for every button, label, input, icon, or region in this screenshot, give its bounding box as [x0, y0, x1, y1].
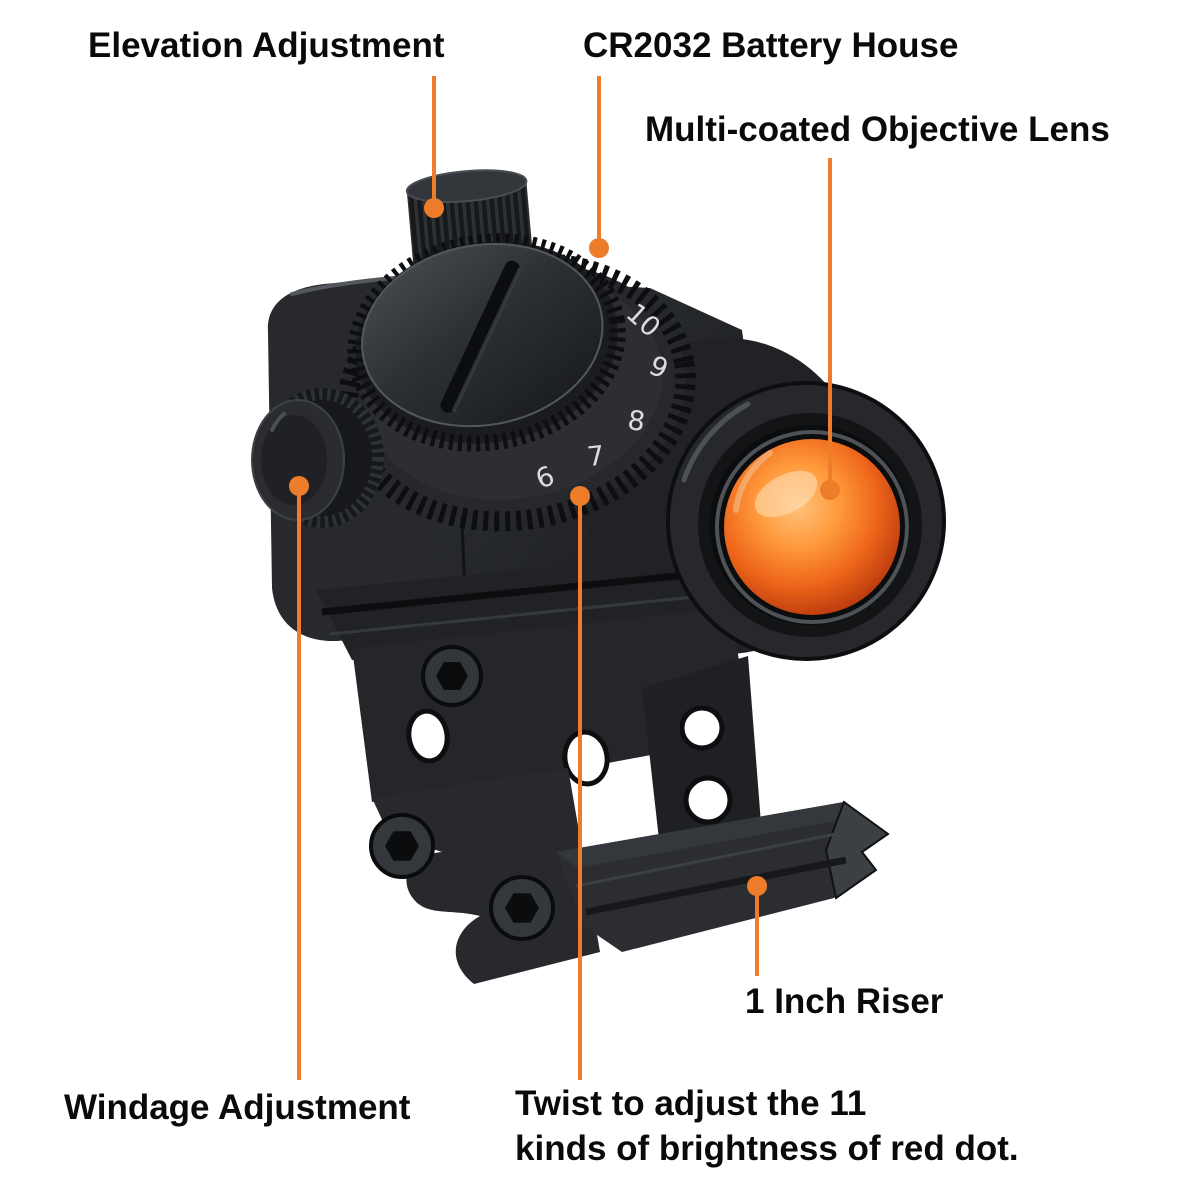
windage-highlight: [270, 412, 286, 432]
mount-riser-assembly: [316, 552, 890, 984]
rail-groove: [585, 856, 847, 916]
battery-label: CR2032 Battery House: [583, 26, 959, 65]
dial-number: 8: [626, 405, 647, 438]
objective-lens-assembly: [666, 381, 946, 661]
through-hole: [406, 708, 450, 764]
battery-cap: [347, 233, 626, 452]
coin-slot: [440, 260, 520, 413]
hex-socket: [385, 831, 419, 861]
turret-top-cap: [405, 169, 528, 203]
windage-teeth: [260, 388, 384, 528]
windage-leader-line: [297, 486, 301, 1080]
rail-edge-highlight: [575, 828, 857, 888]
windage-face-inner: [261, 415, 327, 505]
elevation-leader-dot: [424, 198, 444, 218]
lens-reflection-arc: [733, 450, 773, 513]
windage-label: Windage Adjustment: [64, 1088, 411, 1127]
elevation-leader-line: [432, 76, 436, 208]
lens-retainer-ring: [715, 430, 909, 624]
rail-end-facets: [824, 800, 890, 900]
brightness-label-line1: Twist to adjust the 11: [515, 1084, 867, 1123]
windage-leader-dot: [289, 476, 309, 496]
through-hole: [683, 775, 733, 825]
dial-number: 7: [586, 440, 606, 473]
riser-leader-dot: [747, 876, 767, 896]
through-hole: [562, 729, 610, 787]
rail-groove-dark: [321, 568, 717, 616]
battery-leader-dot: [589, 238, 609, 258]
through-hole: [679, 705, 725, 751]
brightness-leader-line: [578, 496, 582, 1080]
hex-socket: [505, 893, 539, 923]
rail-groove-light: [329, 592, 725, 636]
objective-label: Multi-coated Objective Lens: [645, 110, 1110, 149]
elevation-label: Elevation Adjustment: [88, 26, 445, 65]
lens-glare: [754, 470, 818, 518]
riser-label: 1 Inch Riser: [745, 982, 944, 1021]
brightness-leader-dot: [570, 486, 590, 506]
hex-socket: [436, 662, 468, 690]
objective-lens-glass: [724, 439, 900, 615]
bottom-rail-top-bevel: [556, 802, 862, 868]
battery-leader-line: [597, 76, 601, 246]
cap-teeth: [347, 233, 626, 452]
riser-leader-line: [755, 886, 759, 976]
brightness-label: Twist to adjust the 11 kinds of brightne…: [515, 1082, 1019, 1172]
objective-leader-line: [828, 158, 832, 490]
brightness-label-line2: kinds of brightness of red dot.: [515, 1128, 1019, 1168]
brightness-dial: 10 9 8 7 6: [337, 233, 696, 532]
objective-leader-dot: [820, 480, 840, 500]
objective-ring-highlight: [681, 401, 751, 483]
coin-slot-highlight: [451, 267, 522, 413]
